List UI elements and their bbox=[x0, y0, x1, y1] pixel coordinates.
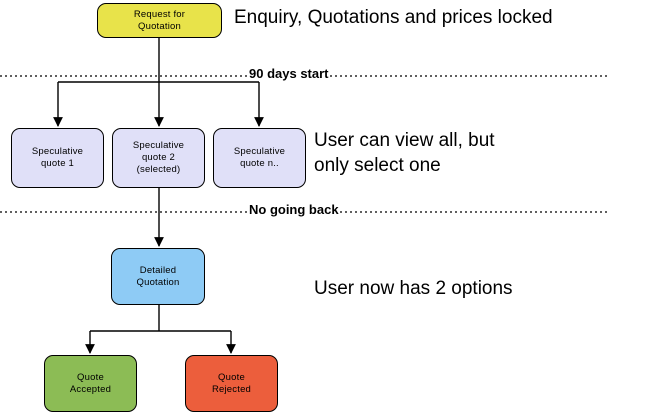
phase-label-ninety-days-start: 90 days start bbox=[248, 66, 330, 81]
node-label: Quote Rejected bbox=[211, 371, 252, 395]
node-label: Request for Quotation bbox=[133, 8, 186, 32]
node-speculative-quote-1[interactable]: Speculative quote 1 bbox=[11, 128, 104, 188]
node-label: Speculative quote 2 (selected) bbox=[132, 140, 185, 175]
node-label: Speculative quote 1 bbox=[31, 146, 84, 169]
phase-label-no-going-back: No going back bbox=[248, 202, 340, 217]
annotation-two-options-note: User now has 2 options bbox=[314, 278, 513, 299]
node-request-for-quotation[interactable]: Request for Quotation bbox=[97, 3, 222, 38]
node-label: Detailed Quotation bbox=[136, 264, 180, 288]
node-detailed-quotation[interactable]: Detailed Quotation bbox=[111, 248, 205, 305]
connector-detailed-to-outcomes bbox=[85, 305, 236, 354]
node-quote-rejected[interactable]: Quote Rejected bbox=[185, 355, 278, 412]
node-label: Quote Accepted bbox=[69, 371, 112, 395]
node-quote-accepted[interactable]: Quote Accepted bbox=[44, 355, 137, 412]
annotation-enquiry-note: Enquiry, Quotations and prices locked bbox=[234, 7, 553, 28]
node-speculative-quote-n[interactable]: Speculative quote n.. bbox=[213, 128, 306, 188]
node-speculative-quote-2[interactable]: Speculative quote 2 (selected) bbox=[112, 128, 205, 188]
annotation-view-select-note: User can view all, but only select one bbox=[314, 130, 495, 176]
connector-rfq-to-speculative bbox=[53, 38, 264, 127]
node-label: Speculative quote n.. bbox=[233, 146, 286, 169]
